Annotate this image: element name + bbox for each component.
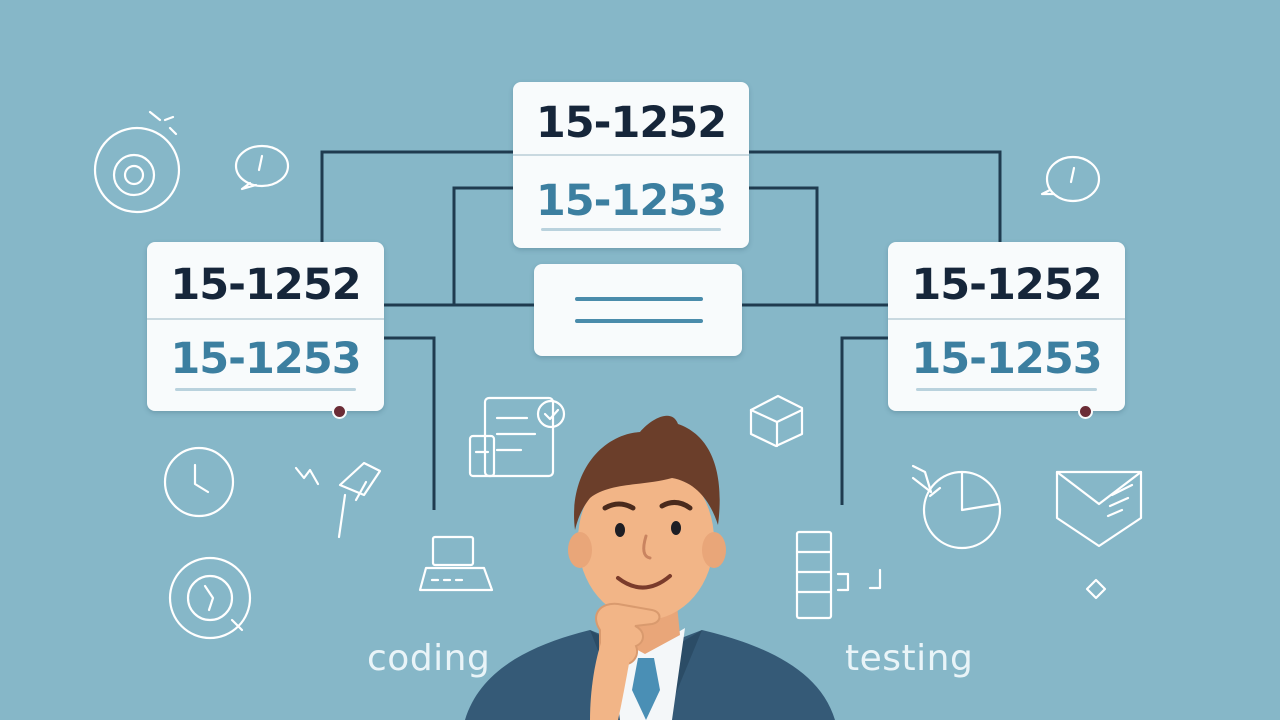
envelope-icon [1055, 470, 1143, 548]
pie-chart-icon [911, 464, 1002, 550]
connector-lines [320, 150, 1002, 510]
caption-testing: testing [845, 638, 974, 679]
card-divider [888, 318, 1125, 320]
equals-card [534, 264, 742, 356]
code-underline [175, 388, 356, 391]
thinking-person-illustration [465, 415, 835, 720]
chat-bubble-icon [1040, 155, 1101, 203]
hair [574, 415, 720, 530]
laptop-icon [418, 535, 494, 592]
document-icon [468, 396, 566, 478]
equals-bar-bottom [575, 319, 703, 323]
diamond-icon [1085, 578, 1107, 600]
server-rack-icon [795, 530, 882, 620]
code-primary: 15-1252 [535, 98, 727, 148]
caption-coding: coding [367, 638, 491, 679]
clock-icon [163, 446, 235, 518]
code-card-right: 15-1252 15-1253 [888, 242, 1125, 419]
code-secondary: 15-1253 [170, 334, 361, 384]
connector-dot [1078, 404, 1093, 419]
card-divider [147, 318, 384, 320]
equals-bar-top [575, 297, 703, 301]
code-underline [541, 228, 721, 231]
cube-icon [749, 394, 804, 448]
card-divider [513, 154, 749, 156]
code-primary: 15-1252 [170, 260, 361, 310]
code-secondary: 15-1253 [535, 176, 727, 226]
code-primary: 15-1252 [911, 260, 1102, 310]
target-icon [93, 110, 181, 214]
code-card-left: 15-1252 15-1253 [147, 242, 384, 419]
tie [632, 658, 660, 720]
code-secondary: 15-1253 [911, 334, 1102, 384]
connector-dot [332, 404, 347, 419]
code-underline [916, 388, 1097, 391]
at-sign-icon [168, 556, 252, 640]
code-card-top: 15-1252 15-1253 [513, 82, 749, 248]
smile [616, 574, 672, 590]
speech-bubble-icon [234, 144, 290, 191]
leaf-icon [294, 461, 382, 539]
